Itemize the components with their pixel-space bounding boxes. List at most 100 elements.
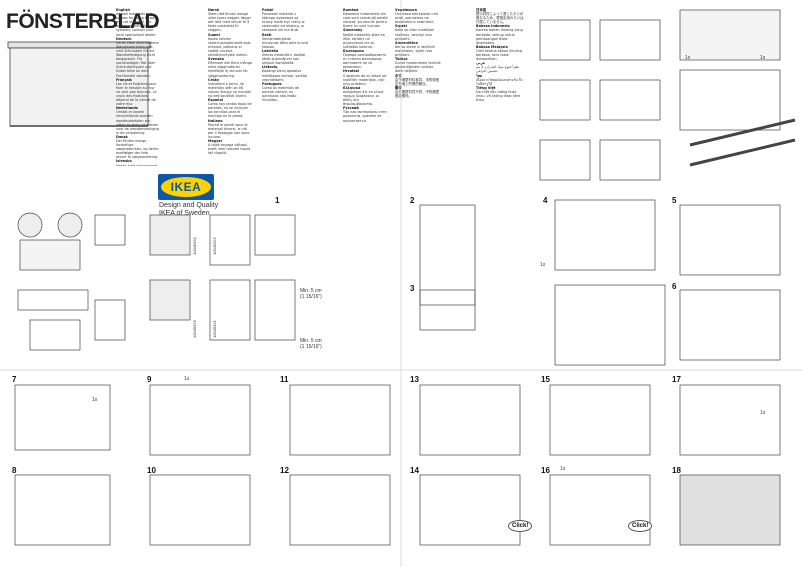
lang-paragraph: 壁の材質によって適したネジが異なるため、壁固定用のネジは付属していません。 (476, 12, 524, 25)
tagline: Design and Quality IKEA of Sweden (159, 202, 218, 218)
lang-heading: عربي (476, 61, 486, 66)
lang-heading: Polski (262, 8, 274, 12)
lang-heading: Deutsch (116, 36, 132, 41)
lang-paragraph: Kako se zidni materijali razlikuju, zavr… (395, 28, 435, 41)
lang-heading: Latviešu (262, 48, 279, 53)
step-12-number: 12 (280, 466, 289, 475)
part-number-d: 10049321 (212, 320, 217, 338)
lang-heading: 中文 (395, 73, 402, 78)
step-7-number: 7 (12, 375, 17, 384)
lang-heading: Portugues (262, 81, 282, 86)
qty-label-c: 1x (540, 262, 546, 268)
step-11-number: 11 (280, 375, 289, 384)
lang-paragraph: Keďže materiály stien sa líšia, skrutky … (343, 32, 385, 49)
lang-paragraph: 由於牆壁材質不同，不附牆壁固定螺絲。 (395, 89, 440, 98)
qty-label-a: 1x (685, 55, 691, 61)
lang-paragraph: Karena bahan dinding yang berbeda, sekru… (476, 28, 523, 45)
lang-paragraph: Les vis et fixations pour fixer le meubl… (116, 81, 157, 107)
lang-heading: Slovenščina (395, 40, 418, 45)
lang-heading: Español (208, 98, 223, 103)
step-3-number: 3 (410, 284, 415, 293)
qty-label-b: 1x (760, 55, 766, 61)
lang-paragraph: Veggir hafa mismunandi eiginleika og þes… (116, 163, 158, 166)
lang-paragraph: เนื่องจากวัสดุผนังแตกต่างกัน จึงไม่มีสกร… (476, 77, 523, 86)
document-title: FÖNSTERBLAD (6, 10, 160, 33)
lang-heading: Română (343, 8, 359, 12)
step-4-number: 4 (543, 196, 548, 205)
tagline-line2: IKEA of Sweden (159, 210, 210, 217)
lang-paragraph: Deoarece materialele din care sunt const… (343, 12, 388, 29)
lang-paragraph: Duvar malzemeleri farklılık gösterdiğind… (395, 61, 441, 74)
lang-paragraph: Poiché le pareti sono di materiali diver… (208, 122, 250, 139)
lang-heading: Slovensky (343, 28, 363, 33)
lang-heading: Bahasa Indonesia (476, 24, 510, 29)
qty-label-f: 1x (760, 410, 766, 416)
lang-paragraph: Δεδομένου ότι τα υλικά τοίχων διαφέρουν,… (343, 89, 384, 107)
step-17-number: 17 (672, 375, 681, 384)
lang-heading: Česky (208, 77, 220, 82)
click-callout-1: Click! (508, 520, 533, 532)
part-number-b: 10049322 (212, 237, 217, 255)
lang-heading: Lietuvių (262, 65, 278, 70)
lang-heading: 繁中 (395, 85, 402, 90)
lang-column-6: 日本語壁の材質によって適したネジが異なるため、壁固定用のネジは付属していません。… (476, 8, 526, 188)
lang-paragraph: Так как материалы стен различны, крепёж … (343, 110, 387, 123)
lang-heading: Italiano (208, 118, 223, 123)
lang-paragraph: Oleh kerana bahan dinding berbeza, skru … (476, 48, 522, 62)
step-8-number: 8 (12, 466, 17, 475)
lang-heading: Български (343, 48, 364, 53)
lang-heading: Suomi (208, 32, 220, 37)
step-6-number: 6 (672, 282, 677, 291)
lang-heading: Íslenska (116, 159, 132, 164)
lang-paragraph: Omdat er zoveel verschillende soorten wa… (116, 110, 159, 135)
ikea-logo: IKEA (158, 174, 214, 200)
lang-heading: Русский (343, 106, 359, 111)
step-1-number: 1 (275, 196, 280, 205)
lang-heading: Svenska (208, 57, 224, 62)
lang-paragraph: Como os materiais de parede variam, os p… (262, 85, 300, 103)
lang-paragraph: Оскільки матеріали стін різні, кріплення… (395, 12, 439, 25)
lang-paragraph: Do chất liệu tường khác nhau, vít không … (476, 89, 521, 103)
lang-paragraph: As wall materials vary, screws for fixin… (116, 12, 158, 37)
lang-heading: Hrvatski (343, 69, 360, 74)
part-number-a: 10049332 (192, 237, 197, 255)
lang-paragraph: Da es viele verschiedene Wandmaterialien… (116, 40, 159, 78)
lang-paragraph: Seinamaterjalide erinevuse tõttu pole kr… (262, 36, 308, 49)
lang-heading: Eesti (262, 32, 272, 37)
lang-paragraph: S obzirom da su zidovi od različitih mat… (343, 73, 387, 86)
lang-paragraph: A falak anyaga változó, ezért nem tartoz… (208, 143, 251, 156)
lang-paragraph: Vzhledem k tomu, že materiály stěn se li… (208, 81, 251, 98)
step-15-number: 15 (541, 375, 550, 384)
lang-paragraph: Eftersom det finns många olika väggmater… (208, 61, 252, 78)
lang-paragraph: Der findes mange forskellige vægmaterial… (116, 139, 159, 160)
qty-label-g: 1x (560, 466, 566, 472)
lang-paragraph: 由于墙壁材料各异，未附带固定在墙上所需的螺丝。 (395, 77, 440, 86)
step-10-number: 10 (147, 466, 156, 475)
lang-heading: ไทย (476, 73, 482, 78)
lang-paragraph: Ker so stene iz različnih materialov, vi… (395, 44, 436, 58)
lang-heading: Dansk (116, 134, 128, 139)
min-distance-label-1: Min. 5 cm(1 15/16") (300, 288, 322, 300)
lang-paragraph: Sienas materiāli ir dažādi, tādēļ stipri… (262, 53, 307, 66)
lang-paragraph: Ponieważ materiał z którego wykonane są … (262, 12, 305, 33)
lang-paragraph: Siden det finnes mange ulike typer vegge… (208, 12, 251, 33)
lang-heading: Norsk (208, 8, 220, 12)
lang-heading: Türkçe (395, 57, 408, 62)
lang-paragraph: Koska seinien rakennusmateriaalit ovat e… (208, 36, 251, 58)
lang-heading: Nederlands (116, 106, 138, 111)
step-2-number: 2 (410, 196, 415, 205)
step-18-number: 18 (672, 466, 681, 475)
step-9-number: 9 (147, 375, 152, 384)
step-5-number: 5 (672, 196, 677, 205)
lang-heading: Ελληνικά (343, 85, 361, 90)
lang-heading: Magyar (208, 139, 223, 143)
lang-paragraph: Como hay tantos tipos de paredes, no se … (208, 102, 252, 119)
lang-heading: English (116, 8, 130, 12)
tagline-line1: Design and Quality (159, 202, 219, 209)
lang-heading: Bahasa Malaysia (476, 44, 508, 49)
lang-paragraph: نظراً لتنوع مواد الجدران، لا يتم تضمين ا… (476, 65, 520, 74)
